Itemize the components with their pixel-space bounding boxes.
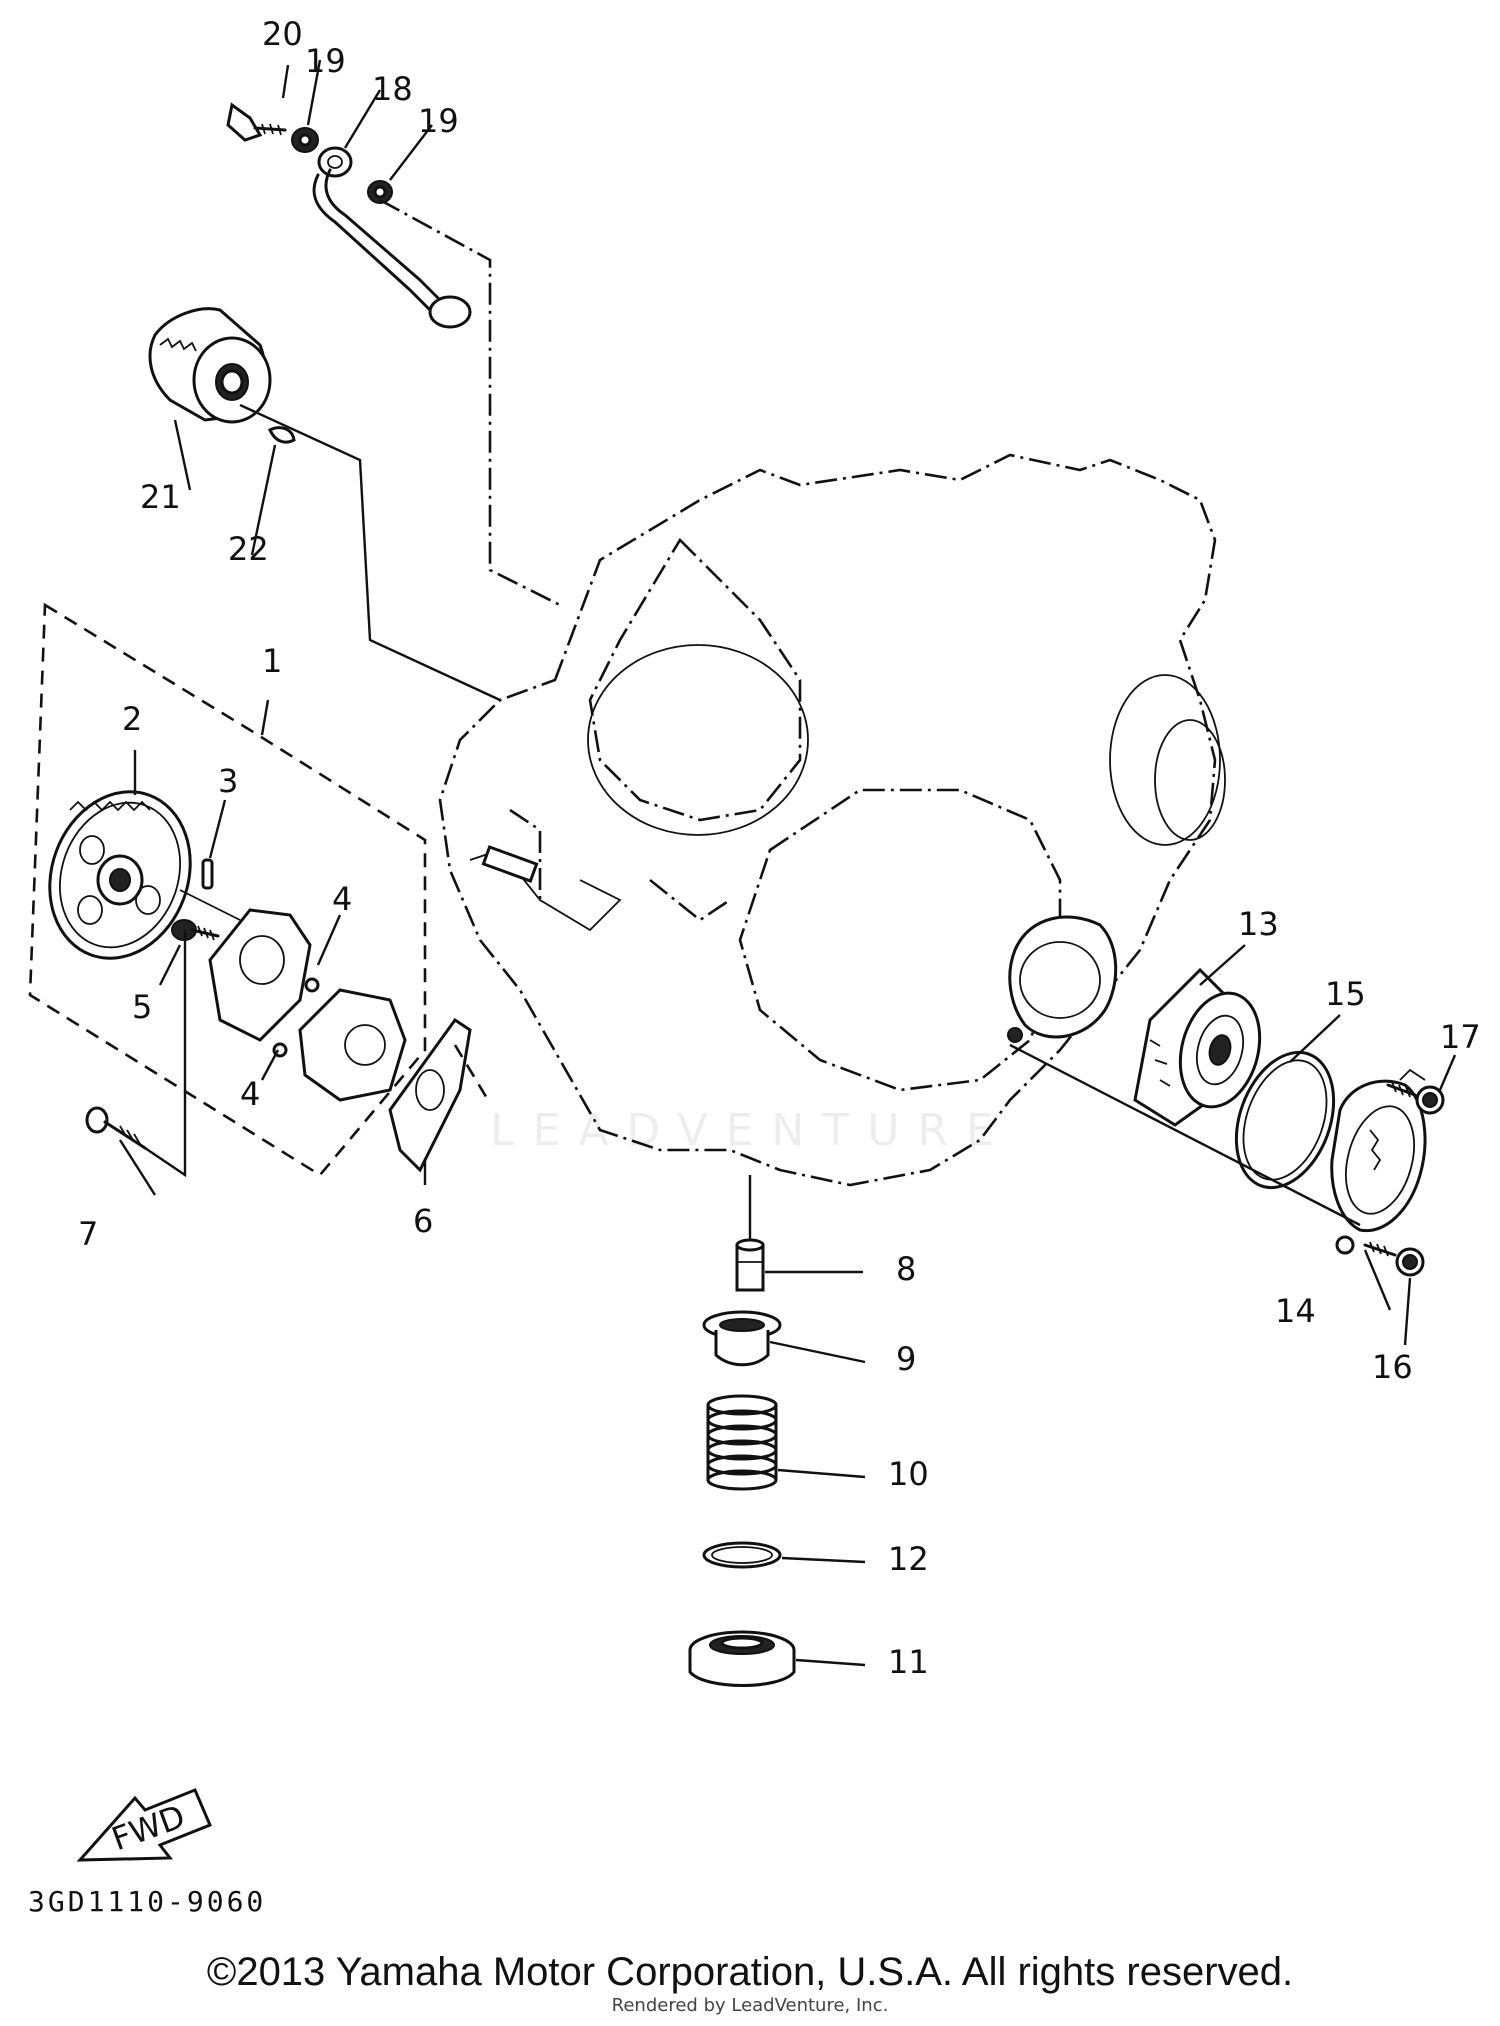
part-10-spring	[706, 1394, 778, 1491]
part-2-gear	[48, 790, 192, 960]
oil-pipe-assembly	[226, 102, 561, 607]
callout-12: 12	[888, 1540, 929, 1578]
callout-17: 17	[1440, 1018, 1481, 1056]
callout-4-upper: 4	[332, 880, 352, 918]
callout-leaders	[118, 59, 1457, 1667]
copyright-notice: ©2013 Yamaha Motor Corporation, U.S.A. A…	[206, 1950, 1294, 1994]
callout-14: 14	[1275, 1292, 1316, 1330]
callout-1: 1	[262, 642, 282, 680]
filter-housing-gasket	[1007, 915, 1118, 1043]
part-21-drive-gear	[148, 307, 272, 424]
crankcase	[438, 453, 1226, 1187]
part-15-o-ring	[1234, 1050, 1336, 1190]
callout-19-left: 19	[305, 42, 346, 80]
callout-10: 10	[888, 1455, 929, 1493]
oil-pump-group	[28, 602, 427, 1177]
callout-4-lower: 4	[240, 1075, 260, 1113]
part-7-bolt	[85, 930, 187, 1178]
filter-centerline	[1009, 1043, 1361, 1227]
callout-5: 5	[132, 988, 152, 1026]
callout-22: 22	[228, 530, 269, 568]
part-11-plug-cap	[688, 1630, 796, 1687]
callout-2: 2	[122, 700, 142, 738]
diagram-code: 3GD1110-9060	[28, 1885, 267, 1918]
part-9-plug	[702, 1310, 782, 1367]
callout-21: 21	[140, 478, 181, 516]
rendered-by-notice: Rendered by LeadVenture, Inc.	[611, 1995, 889, 2016]
part-5-screw	[171, 919, 220, 941]
callout-19-right: 19	[418, 102, 459, 140]
callout-11: 11	[888, 1643, 929, 1681]
part-8-pipe	[735, 1238, 765, 1292]
watermark: LEADVENTURE	[490, 1105, 1012, 1156]
callout-18: 18	[372, 70, 413, 108]
callout-7: 7	[78, 1215, 98, 1253]
part-6-gasket	[388, 1017, 490, 1173]
part-16-bolt	[1363, 1241, 1425, 1277]
part-13-oil-filter	[1133, 967, 1262, 1127]
part-14-filter-cover	[1330, 1068, 1427, 1255]
callout-8: 8	[896, 1250, 916, 1288]
callout-6: 6	[413, 1202, 433, 1240]
callout-16: 16	[1372, 1348, 1413, 1386]
callout-3: 3	[218, 762, 238, 800]
part-3-pin	[201, 858, 214, 890]
oil-pump-body	[179, 889, 407, 1102]
callout-15: 15	[1325, 975, 1366, 1013]
part-22-key	[239, 403, 501, 702]
part-12-o-ring	[702, 1541, 782, 1569]
callout-13: 13	[1238, 905, 1279, 943]
fwd-arrow-icon: FWD	[76, 1788, 212, 1862]
part-17-bolt	[1386, 1081, 1445, 1115]
callout-9: 9	[896, 1340, 916, 1378]
callout-20: 20	[262, 15, 303, 53]
